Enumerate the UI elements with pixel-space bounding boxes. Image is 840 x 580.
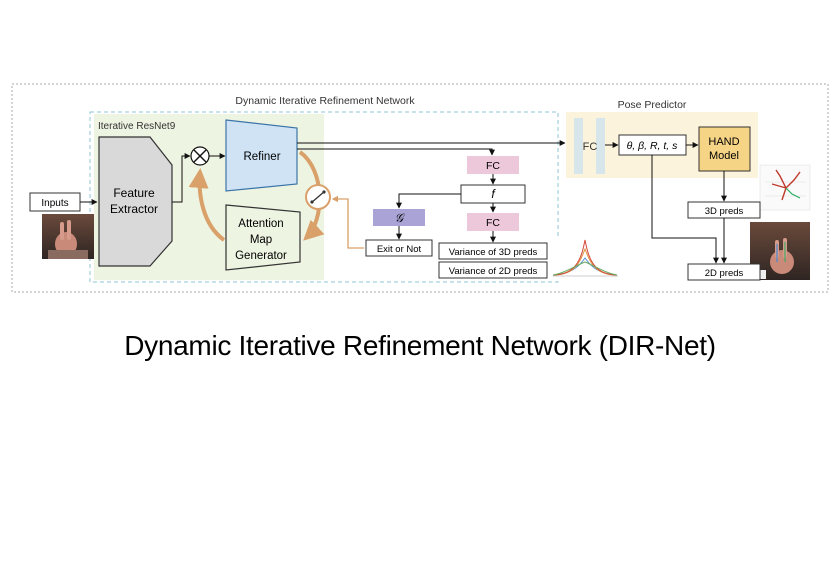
var2d-box	[438, 261, 548, 279]
arrow-extractor-to-multiply	[172, 153, 191, 203]
dir-net-diagram: Dynamic Iterative Refinement Network Ite…	[11, 83, 829, 293]
exit-box	[365, 239, 433, 257]
loop-arrow-left	[188, 168, 226, 242]
pose-fc-bar-2	[596, 118, 605, 174]
preds2d-box	[687, 263, 761, 281]
attention-block	[225, 204, 301, 271]
switch-dot-b	[322, 190, 326, 194]
input-hand-image	[42, 214, 94, 259]
feature-extractor-line2: Extractor	[110, 202, 158, 216]
hand-model-line2: Model	[709, 150, 739, 162]
attention-line3: Generator	[235, 250, 287, 262]
inputs-label: Inputs	[41, 198, 68, 209]
pose-fc-bar-1	[574, 118, 583, 174]
fc-top-block	[467, 156, 519, 174]
exit-control-line	[331, 195, 364, 249]
multiply-x2	[193, 149, 207, 163]
g-label: 𝒢	[395, 211, 406, 225]
params-label: θ, β, R, t, s	[627, 140, 679, 152]
preds2d-label: 2D preds	[705, 268, 744, 279]
figure-caption: Dynamic Iterative Refinement Network (DI…	[124, 330, 716, 361]
dynamic-network-box	[89, 111, 559, 283]
outer-frame	[11, 83, 829, 293]
refiner-label: Refiner	[243, 151, 280, 163]
attention-line1: Attention	[238, 218, 283, 230]
preds3d-label: 3D preds	[705, 206, 744, 217]
resnet-title: Iterative ResNet9	[98, 121, 176, 132]
feature-extractor-block	[98, 136, 173, 267]
f-label: f	[491, 187, 496, 201]
pose-fc-label: FC	[583, 141, 598, 153]
hand-model-block	[698, 126, 751, 172]
exit-label: Exit or Not	[377, 244, 422, 255]
gaussian-curves-thumbnail	[550, 238, 620, 280]
var2d-label: Variance of 2D preds	[449, 266, 538, 277]
pose-title: Pose Predictor	[618, 99, 687, 111]
var3d-box	[438, 242, 548, 260]
fc-bottom-label: FC	[486, 217, 500, 229]
line-refiner-to-fc	[297, 148, 495, 156]
skeleton-3d-thumbnail	[759, 164, 811, 211]
switch-dot-a	[310, 200, 314, 204]
arrow-f-to-g	[396, 193, 461, 209]
arrow-params-to-2d	[651, 155, 719, 264]
switch-bar	[310, 190, 326, 204]
g-block	[373, 209, 425, 226]
fc-bottom-block	[467, 213, 519, 231]
var3d-label: Variance of 3D preds	[449, 247, 538, 258]
feature-extractor-line1: Feature	[113, 186, 155, 200]
refiner-block	[225, 119, 298, 192]
attention-line2: Map	[250, 234, 272, 246]
hand-model-line1: HAND	[708, 136, 739, 148]
outer-title: Dynamic Iterative Refinement Network	[235, 95, 415, 107]
fc-top-label: FC	[486, 160, 500, 172]
